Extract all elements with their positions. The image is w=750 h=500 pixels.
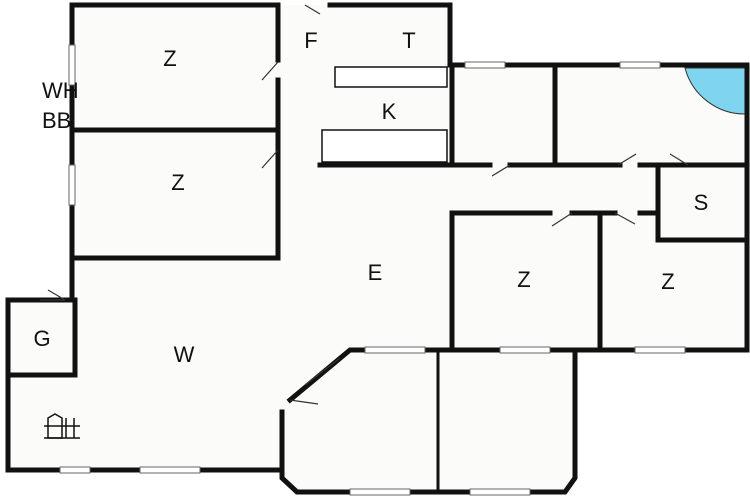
door-swing xyxy=(40,289,66,301)
room-label-wh: WH xyxy=(42,78,79,103)
kitchen-counter-upper xyxy=(334,66,448,88)
storage-wall xyxy=(655,162,750,243)
floor-area xyxy=(8,5,747,492)
door-swing xyxy=(261,61,279,81)
room-label-hallway: F xyxy=(304,28,317,53)
door-swing xyxy=(669,153,689,166)
window xyxy=(499,346,551,354)
door-swing xyxy=(491,164,511,177)
room-label-bedroom-top: Z xyxy=(163,46,176,71)
appliance-icon xyxy=(44,413,80,439)
room-label-living: W xyxy=(174,342,195,367)
room-label-garage: G xyxy=(33,326,50,351)
room-label-entrance: E xyxy=(368,260,383,285)
window xyxy=(68,44,76,86)
bedroom-right-walls xyxy=(449,210,661,353)
window xyxy=(349,488,411,496)
garage-wall xyxy=(5,297,78,378)
door-swing xyxy=(304,4,321,15)
window xyxy=(619,61,661,69)
door-swing xyxy=(617,153,637,166)
door-swing xyxy=(261,149,279,169)
room-label-bedroom-right-a: Z xyxy=(517,267,530,292)
door-swing xyxy=(304,357,341,386)
room-label-kitchen: K xyxy=(382,99,397,124)
window xyxy=(464,61,506,69)
door-swing xyxy=(289,399,319,405)
shower-icon xyxy=(684,67,748,115)
window xyxy=(469,488,531,496)
room-label-storage: S xyxy=(694,190,709,215)
door-swing xyxy=(551,212,573,227)
window xyxy=(364,346,426,354)
room-label-bb: BB xyxy=(42,108,71,133)
room-label-toilet: T xyxy=(402,28,415,53)
window xyxy=(68,164,76,206)
door-swing xyxy=(614,212,636,225)
window xyxy=(139,466,201,474)
room-label-bedroom-right-b: Z xyxy=(661,269,674,294)
window xyxy=(59,466,91,474)
kitchen-counter-lower xyxy=(321,129,448,163)
room-label-bedroom-mid: Z xyxy=(171,170,184,195)
window xyxy=(634,346,686,354)
